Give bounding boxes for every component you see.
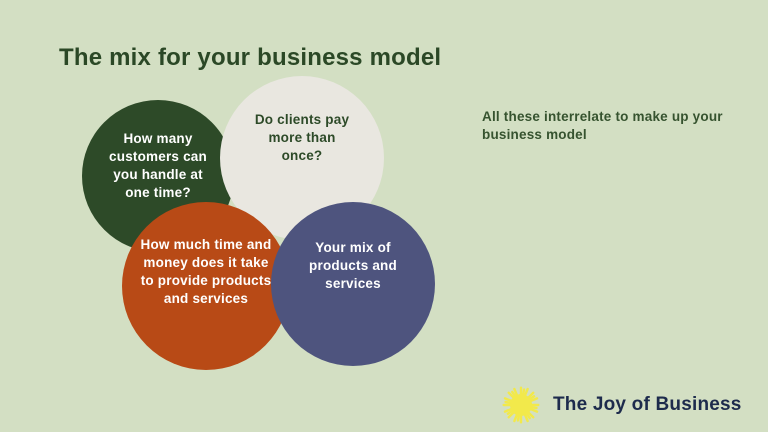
circle-product-service-mix-label: Your mix of products and services [309,240,397,291]
logo: The Joy of Business [500,384,742,426]
circle-customers-capacity-label: How many customers can you handle at one… [109,131,207,200]
logo-label: The Joy of Business [553,394,742,415]
slide-title: The mix for your business model [59,44,442,71]
dandelion-icon [502,386,540,424]
circle-product-service-mix: Your mix of products and services [271,202,435,366]
circle-time-money-cost: How much time and money does it take to … [122,202,290,370]
circle-repeat-purchase-label: Do clients pay more than once? [254,112,350,163]
side-note: All these interrelate to make up your bu… [482,109,723,143]
circle-time-money-cost-label: How much time and money does it take to … [140,237,272,306]
